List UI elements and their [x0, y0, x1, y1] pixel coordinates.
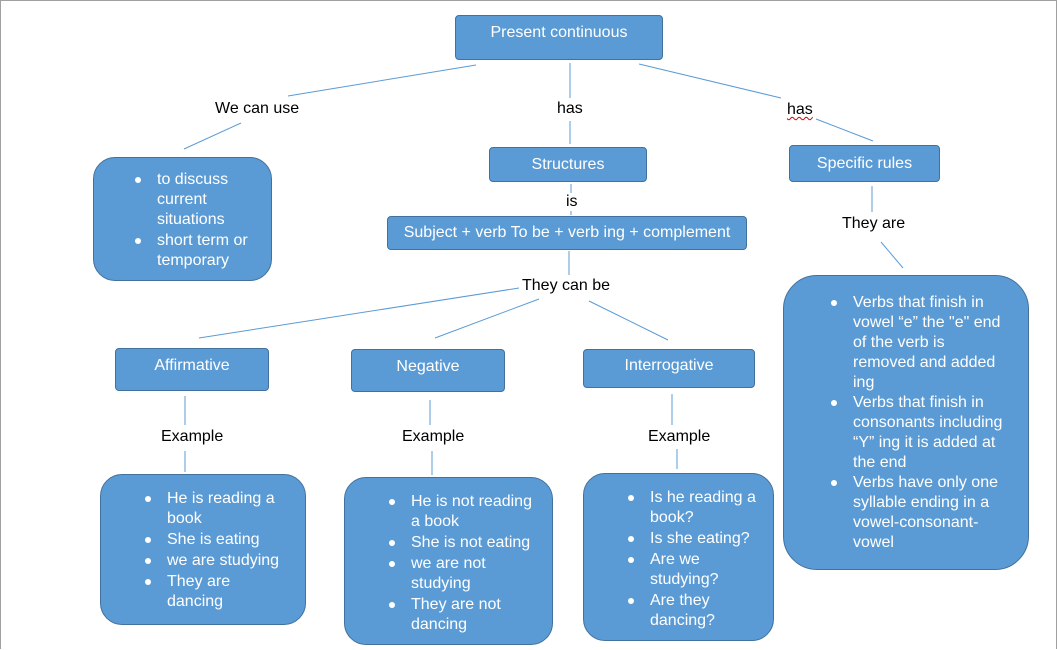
root-label: Present continuous [490, 24, 628, 41]
connector-has-right-to-rules [815, 118, 874, 142]
example-item: He is reading a book [145, 489, 287, 529]
negative-label: Negative [396, 358, 460, 375]
interrogative-examples-list: Is he reading a book? Is she eating? Are… [584, 488, 773, 631]
negative-node: Negative [351, 349, 505, 392]
example-item: They are not dancing [389, 595, 534, 635]
rules-list: Verbs that finish in vowel “e” the "e" e… [784, 293, 1028, 553]
connector-root-to-we-can-use [287, 64, 477, 97]
label-has: has [557, 100, 583, 118]
connector-we-can-use-to-uses [183, 122, 242, 150]
negative-examples-list: He is not reading a book She is not eati… [345, 492, 552, 635]
example-item: we are studying [145, 551, 287, 571]
interrogative-node: Interrogative [583, 349, 755, 388]
negative-examples-box: He is not reading a book She is not eati… [344, 477, 553, 645]
rules-item: Verbs have only one syllable ending in a… [831, 473, 1008, 553]
formula-label: Subject + verb To be + verb ing + comple… [403, 224, 731, 241]
formula-node: Subject + verb To be + verb ing + comple… [387, 216, 747, 250]
label-example-negative: Example [402, 428, 465, 446]
uses-box: to discuss current situations short term… [93, 157, 272, 281]
uses-item: to discuss current situations [135, 170, 271, 230]
affirmative-node: Affirmative [115, 348, 269, 391]
example-item: Is he reading a book? [628, 489, 756, 526]
example-item: They are dancing [145, 572, 287, 612]
label-they-can-be: They can be [522, 277, 611, 295]
label-has-right: has [787, 101, 813, 119]
connector-to-affirmative [198, 287, 520, 339]
example-item: Are we studying? [628, 550, 757, 590]
example-item: Is she eating? [628, 529, 757, 549]
interrogative-examples-box: Is he reading a book? Is she eating? Are… [583, 473, 774, 641]
rules-item: Verbs that finish in consonants includin… [831, 393, 1008, 473]
rules-box: Verbs that finish in vowel “e” the "e" e… [783, 275, 1029, 570]
interrogative-label: Interrogative [624, 357, 714, 374]
connector-root-to-has-right [638, 63, 782, 99]
specific-rules-label: Specific rules [816, 154, 913, 172]
affirmative-label: Affirmative [154, 357, 230, 374]
structures-node: Structures [489, 147, 647, 182]
example-item: Are they dancing? [628, 591, 757, 631]
label-we-can-use: We can use [215, 100, 300, 118]
uses-list: to discuss current situations short term… [94, 170, 271, 271]
specific-rules-node: Specific rules [789, 145, 940, 182]
root-node: Present continuous [455, 15, 663, 60]
structures-label: Structures [531, 155, 605, 173]
example-item: She is not eating [389, 533, 534, 553]
label-example-affirmative: Example [161, 428, 224, 446]
connector-to-interrogative [588, 300, 669, 341]
label-they-are: They are [842, 215, 906, 233]
example-item: we are not studying [389, 554, 534, 594]
uses-item: short term or temporary [135, 231, 271, 271]
affirmative-examples-list: He is reading a book She is eating we ar… [101, 489, 305, 612]
rules-item: Verbs that finish in vowel “e” the "e" e… [831, 293, 1008, 393]
connector-they-are-to-rules-box [880, 241, 904, 269]
label-is: is [566, 193, 578, 211]
example-item: He is not reading a book [389, 492, 534, 532]
label-example-interrogative: Example [648, 428, 711, 446]
connector-to-negative [434, 298, 540, 339]
example-item: She is eating [145, 530, 287, 550]
affirmative-examples-box: He is reading a book She is eating we ar… [100, 474, 306, 625]
